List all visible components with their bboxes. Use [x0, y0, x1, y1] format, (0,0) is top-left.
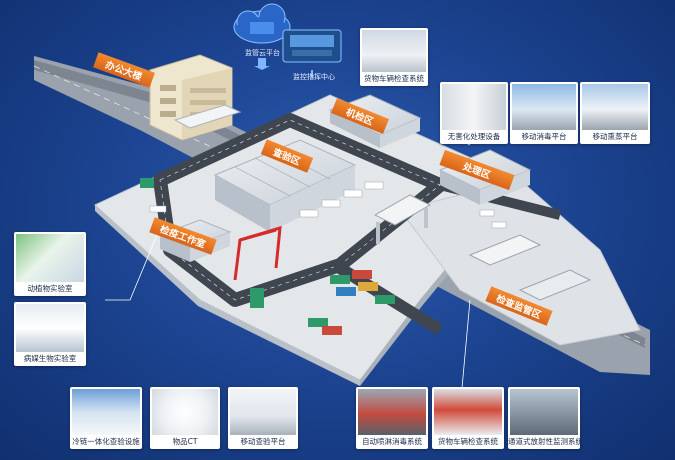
card-radiation-monitor: 通道式放射性监测系统	[508, 387, 580, 449]
card-caption: 病媒生物实验室	[23, 354, 77, 363]
cargo-inspection-photo	[434, 389, 502, 435]
trucks	[149, 181, 507, 229]
card-caption: 无害化处理设备	[447, 132, 501, 141]
mobile-inspection-photo	[230, 389, 296, 435]
card-caption: 自动喷淋消毒系统	[362, 437, 422, 446]
zone-tag-inspection	[260, 139, 314, 173]
card-caption: 移动消毒平台	[521, 132, 567, 141]
card-caption: 移动查验平台	[240, 437, 286, 446]
command-center-label: 监控指挥中心	[293, 73, 335, 81]
harmless-equipment-photo	[442, 84, 506, 130]
inspection-hall	[213, 139, 357, 232]
zone-tag-machine-check	[331, 98, 389, 134]
disinfection-truck-photo	[512, 84, 576, 130]
card-mobile-disinfection: 移动消毒平台	[510, 82, 578, 144]
card-cold-chain: 冷链一体化查验设施	[70, 387, 142, 449]
card-cargo-inspection-top: 货物车辆检查系统	[360, 28, 428, 86]
goods-ct-photo	[152, 389, 218, 435]
card-pathogen-lab: 病媒生物实验室	[14, 302, 86, 366]
cloud-platform-icon	[233, 3, 291, 44]
zone-tag-disposal	[439, 149, 515, 191]
card-plant-animal-lab: 动植物实验室	[14, 232, 86, 296]
card-caption: 移动熏蒸平台	[592, 132, 638, 141]
card-harmless-treatment: 无害化处理设备	[440, 82, 508, 144]
card-caption: 通道式放射性监测系统	[508, 437, 580, 446]
gate-canopy	[173, 104, 242, 129]
card-mobile-fumigation: 移动熏蒸平台	[580, 82, 650, 144]
gantry-crane	[233, 225, 282, 281]
fumigation-truck-photo	[582, 84, 648, 130]
card-caption: 货物车辆检查系统	[364, 74, 424, 83]
pathogen-lab-photo	[16, 304, 84, 352]
plant-lab-photo	[16, 234, 84, 282]
cloud-arrow-icon	[254, 58, 270, 70]
cloud-platform-label: 监管云平台	[245, 49, 280, 57]
zone-tag-office	[93, 52, 155, 88]
cargo-inspection-photo	[362, 30, 426, 72]
card-caption: 动植物实验室	[27, 284, 73, 293]
card-caption: 货物车辆检查系统	[438, 437, 498, 446]
card-goods-ct: 物品CT	[150, 387, 220, 449]
card-caption: 冷链一体化查验设施	[72, 437, 140, 446]
auto-spray-photo	[358, 389, 426, 435]
cold-chain-photo	[72, 389, 140, 435]
radiation-monitor-photo	[510, 389, 578, 435]
containers	[140, 178, 395, 335]
card-mobile-inspection: 移动查验平台	[228, 387, 298, 449]
command-center-icon	[282, 29, 342, 63]
zone-tag-quarantine	[149, 217, 217, 255]
card-auto-spray: 自动喷淋消毒系统	[356, 387, 428, 449]
checkpoint-gate	[373, 194, 592, 301]
zone-tag-checkpoint	[485, 286, 553, 326]
card-caption: 物品CT	[172, 437, 198, 446]
card-cargo-inspection-bottom: 货物车辆检查系统	[432, 387, 504, 449]
